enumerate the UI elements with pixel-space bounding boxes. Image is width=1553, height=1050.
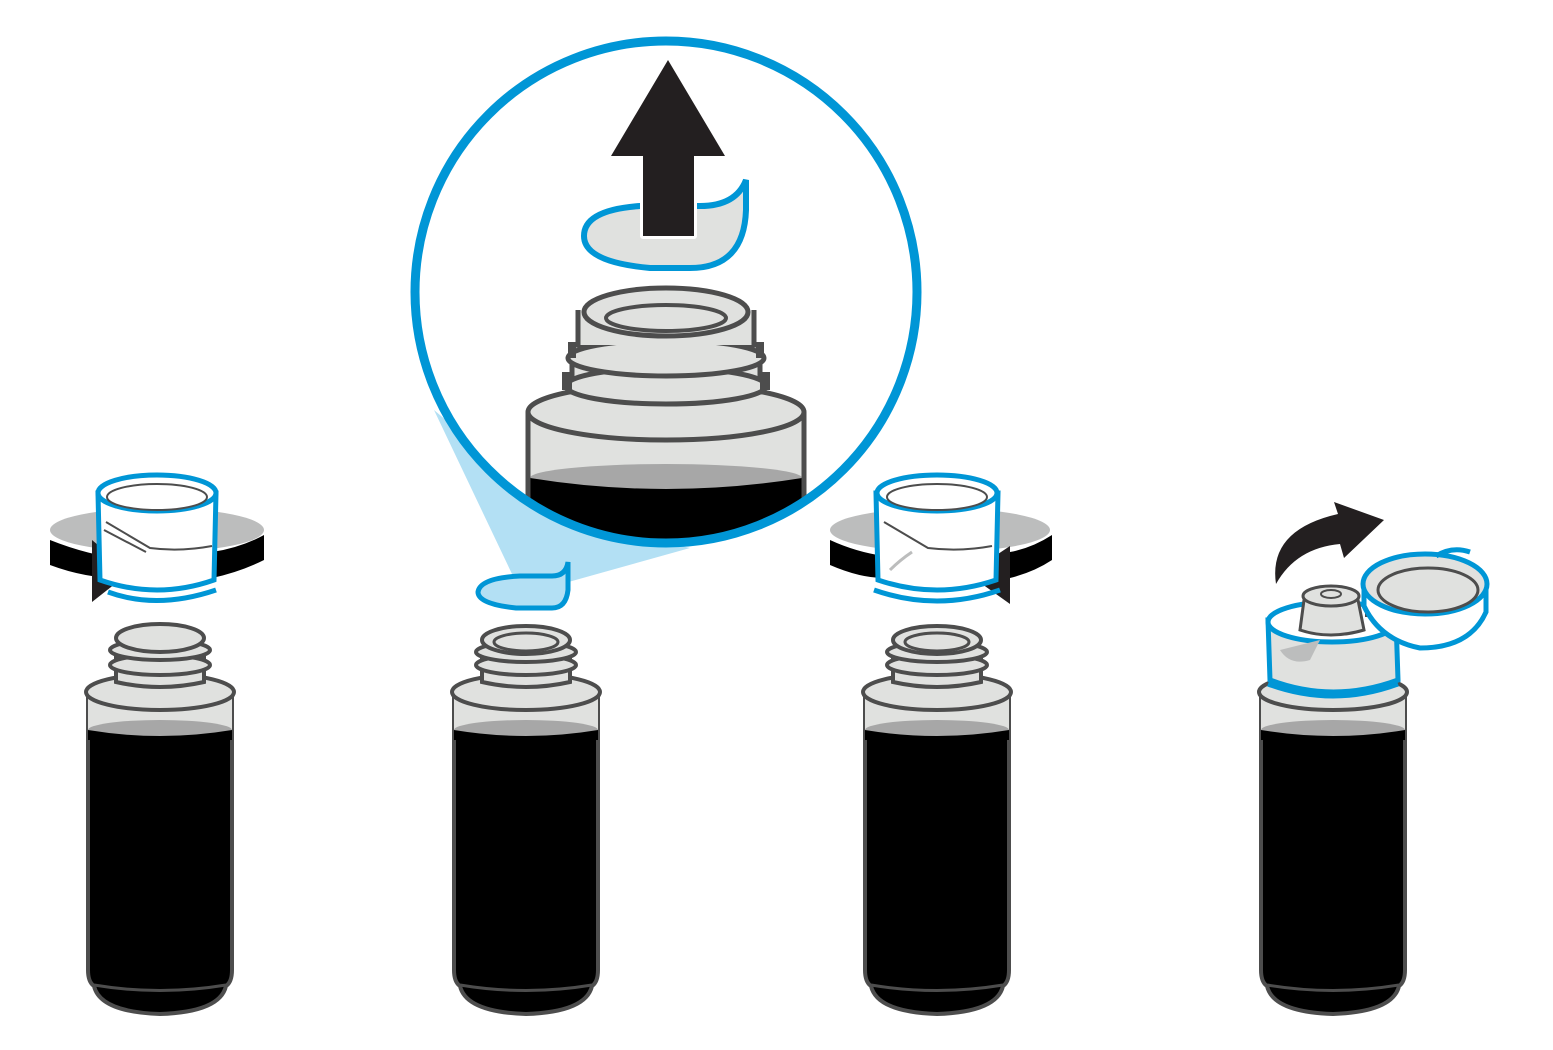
lift-up-arrow-icon — [608, 57, 728, 239]
nozzle-cap-open — [1265, 547, 1490, 699]
bottle-cap — [95, 472, 219, 604]
step-unscrew-cap — [50, 472, 264, 1016]
nozzle-cap — [873, 472, 1001, 604]
flip-open-arrow-icon — [1275, 502, 1384, 584]
zoom-detail-circle — [410, 36, 922, 548]
seal-small — [475, 561, 571, 611]
step-remove-seal — [410, 36, 922, 1016]
step-screw-on-nozzle-cap — [830, 472, 1052, 1016]
step-open-nozzle-lid — [1257, 502, 1490, 1016]
